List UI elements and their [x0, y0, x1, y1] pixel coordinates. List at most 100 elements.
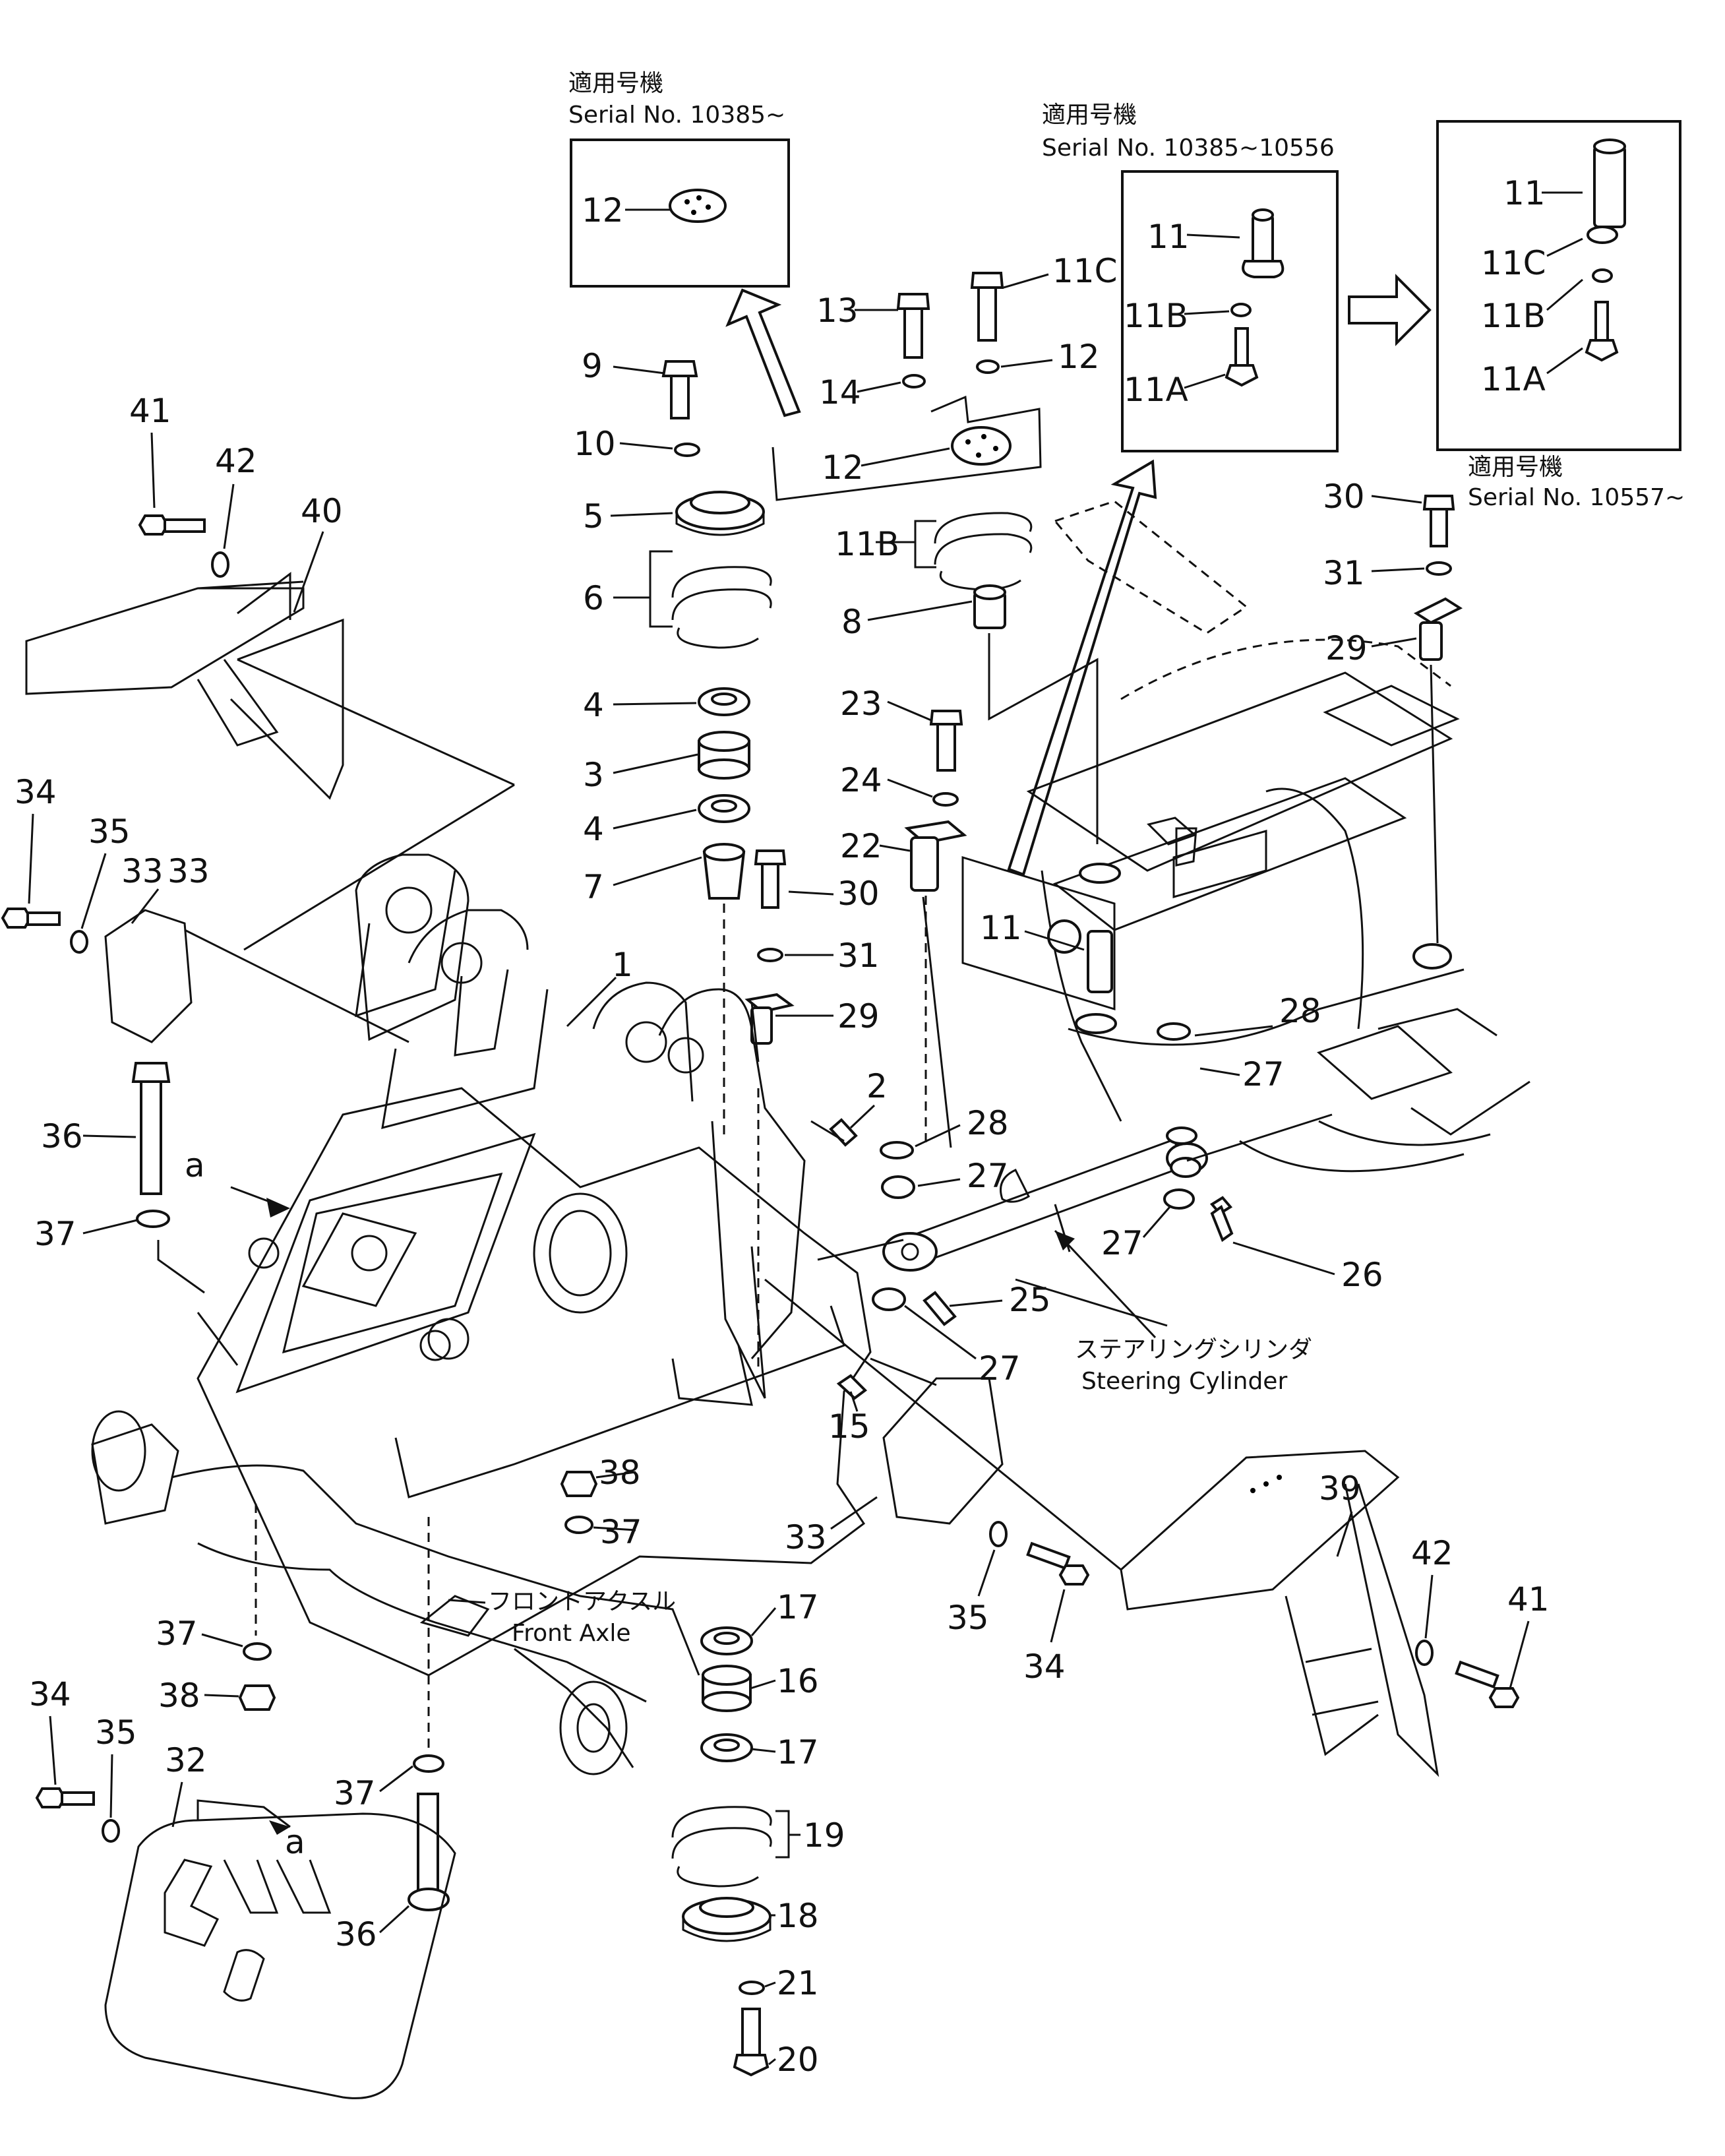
callout-40-left: 37: [34, 1215, 76, 1253]
callout-11: 11: [980, 909, 1022, 947]
callout-36-top: 33: [167, 852, 210, 890]
lower-pin-stack: [671, 1626, 772, 2077]
part-8-bushing: [973, 584, 1099, 844]
part-43-step-left: [25, 572, 344, 800]
callout-38-lower: 35: [95, 1713, 137, 1752]
callout-30-right: 27: [1101, 1224, 1143, 1262]
callout-14: 11C: [1052, 252, 1118, 290]
callout-20: 17: [777, 1588, 819, 1626]
steering-cylinder-en: Steering Cylinder: [1081, 1368, 1287, 1395]
callout-11a-inset-c: 11A: [1481, 360, 1546, 398]
view-marker-a: a: [185, 1146, 205, 1185]
callout-16: 13: [816, 292, 859, 330]
callout-3: 3: [583, 756, 604, 794]
callout-18: 15: [828, 1407, 870, 1446]
view-arrow-a: [197, 1186, 291, 1835]
callout-44-right: 41: [1507, 1580, 1550, 1618]
cylinder-washers: [872, 1126, 1201, 1311]
callout-11-inset-c: 11: [1503, 174, 1546, 212]
callout-11c-inset-c: 11C: [1481, 244, 1546, 282]
callout-38-right: 35: [947, 1599, 989, 1637]
callout-40: 37: [600, 1513, 642, 1551]
part-41-nut-centre: [560, 1471, 598, 1534]
part-39-pin-lower: [408, 1517, 450, 1911]
callout-42: 39: [1319, 1469, 1361, 1508]
arrow-to-inset-a: [725, 288, 801, 417]
part-39-pin-left: [131, 1062, 276, 1711]
callout-7: 7: [583, 868, 604, 906]
callout-4-lower: 4: [583, 810, 604, 848]
front-axle-jp: フロントアクスル: [488, 1588, 676, 1615]
inset-c-serial: Serial No. 10557~: [1468, 484, 1685, 511]
callout-45-right: 42: [1411, 1534, 1453, 1572]
callout-36-left: 33: [121, 852, 164, 890]
callout-45: 42: [215, 442, 257, 480]
callout-6: 6: [583, 579, 604, 617]
steering-cylinder: [882, 1138, 1208, 1272]
callout-38-left: 35: [88, 813, 131, 851]
callout-36: 33: [785, 1518, 827, 1556]
callout-23: 20: [777, 2041, 819, 2079]
callout-30-rear: 27: [1242, 1055, 1285, 1093]
upper-pin-stack: [661, 360, 772, 1134]
inset-serial-10385-10556: 適用号機 Serial No. 10385~10556 11 11B 11A: [1042, 102, 1339, 452]
assembly-guide-lines: [184, 658, 1333, 1571]
callout-13: 11B: [835, 525, 899, 563]
part-32-pin-centre: [744, 849, 795, 1045]
callout-31-rear: 28: [1279, 992, 1321, 1030]
callout-37-left: 34: [15, 773, 57, 811]
callout-26: 23: [840, 685, 882, 723]
callout-32: 29: [837, 997, 880, 1035]
callout-11a-inset-b: 11A: [1124, 371, 1188, 409]
callout-33: 30: [837, 875, 880, 913]
callout-37-lower: 34: [29, 1675, 71, 1713]
callout-31: 28: [967, 1104, 1009, 1142]
part-25-pin-set: [904, 710, 967, 1148]
callout-17: 14: [819, 373, 861, 412]
front-axle: [91, 1410, 700, 1775]
callout-27: 24: [840, 761, 882, 799]
part-13-shims: [934, 512, 1033, 591]
inset-c-jp: 適用号機: [1468, 454, 1563, 481]
callout-15: 12: [1058, 338, 1100, 376]
part-12-plate: [772, 272, 1042, 501]
callout-labels: 9 10 5 6 4 3 4 7 13 11C 12 14 12 11B 8 2…: [15, 252, 1550, 2079]
callout-28: 25: [1009, 1281, 1051, 1319]
inset-serial-10557: 11 11C 11B 11A 適用号機 Serial No. 10557~: [1436, 120, 1685, 511]
callout-2: 2: [866, 1067, 888, 1105]
inset-a-serial: Serial No. 10385~: [568, 102, 785, 129]
callout-22: 19: [803, 1816, 845, 1855]
steering-cylinder-caption: ステアリングシリンダ Steering Cylinder: [1054, 1229, 1312, 1395]
part-36-cover-right: [882, 1377, 1004, 1525]
part-42-step-right: [1120, 1450, 1439, 1777]
callout-32-rear: 29: [1325, 629, 1368, 667]
bolts-and-washers: [1, 514, 1520, 1843]
inset-b-serial: Serial No. 10385~10556: [1042, 135, 1335, 162]
callout-34: 31: [837, 937, 880, 975]
inset-serial-10385: 適用号機 Serial No. 10385~ 12: [568, 70, 790, 288]
callout-11b-inset-c: 11B: [1481, 297, 1546, 335]
callout-34-rear: 31: [1323, 554, 1365, 592]
view-marker-a-lower: a: [285, 1823, 305, 1861]
direction-arrow-right: [1348, 274, 1432, 346]
grease-fittings: [829, 1118, 1234, 1400]
callout-43: 40: [301, 492, 343, 530]
callout-8: 8: [841, 603, 862, 641]
callout-11b-inset-b: 11B: [1124, 297, 1188, 335]
callout-40-lower: 37: [334, 1774, 376, 1812]
callout-30: 27: [967, 1157, 1009, 1195]
callout-11-inset-b: 11: [1147, 218, 1190, 256]
callout-39-lower: 36: [335, 1915, 377, 1954]
part-35-guard-plate: [104, 1812, 456, 2099]
steering-cylinder-jp: ステアリングシリンダ: [1075, 1336, 1312, 1363]
inset-a-jp: 適用号機: [568, 70, 663, 97]
callout-24: 21: [777, 1964, 819, 2002]
rear-frame-reference: [961, 500, 1530, 1173]
inset-b-jp: 適用号機: [1042, 102, 1137, 129]
callout-12: 12: [822, 448, 864, 487]
part-1-front-frame: [197, 853, 872, 1677]
callout-10: 10: [574, 425, 616, 463]
callout-37-right: 34: [1023, 1648, 1066, 1686]
callout-33-rear: 30: [1323, 477, 1365, 516]
callout-12-inset: 12: [582, 191, 624, 230]
